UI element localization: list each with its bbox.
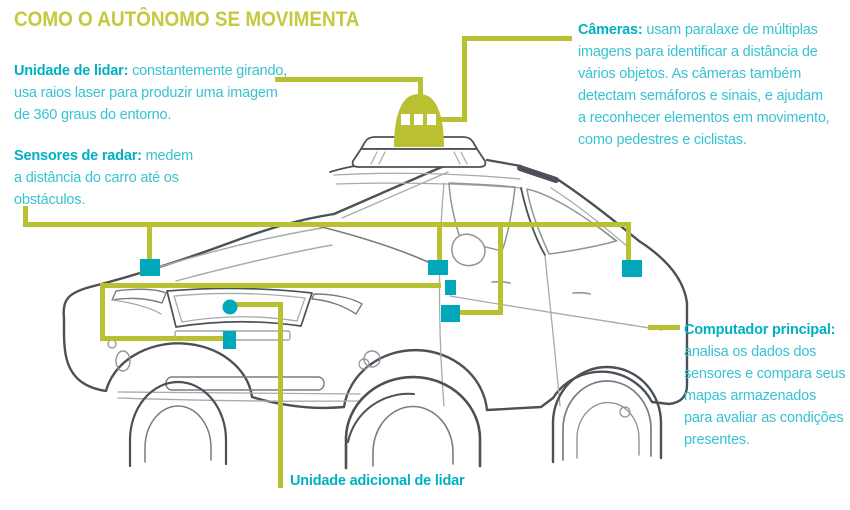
connector-lines <box>23 36 680 488</box>
callout-lidar-label: Unidade de lidar: <box>14 63 129 79</box>
radar-sensor-side <box>441 305 460 322</box>
car-wheel-rear-rim <box>576 401 640 459</box>
car-rocker-line2 <box>117 397 359 402</box>
callout-line: Unidade de lidar: constantemente girando… <box>14 63 288 79</box>
front-sensor-bracket <box>100 283 441 341</box>
car-wheel-front-right <box>344 375 482 470</box>
radar-sensor-front-fender <box>140 259 160 276</box>
car-rocker-line1 <box>117 391 361 395</box>
car-wheel-rear-mid <box>562 380 652 461</box>
car-door-handle2 <box>572 291 591 295</box>
car-b-pillar <box>520 187 546 256</box>
car-headlight-left-swoosh <box>111 299 162 315</box>
lidar-dome-icon <box>394 94 444 147</box>
car-spoiler <box>517 165 559 183</box>
callout-computer-label: Computador principal: <box>684 322 836 338</box>
callout-radar-label: Sensores de radar: <box>14 148 142 164</box>
callout-lidar-unit: Unidade de lidar: constantemente girando… <box>14 60 287 126</box>
computer-connector <box>648 325 680 330</box>
callout-cameras: Câmeras: usam paralaxe de múltiplas imag… <box>578 19 830 151</box>
car-wheel-front-left <box>128 380 228 468</box>
additional-lidar-connector <box>236 302 283 488</box>
car-foglight-right-inner <box>358 358 370 370</box>
radar-connector <box>23 206 631 315</box>
car-illustration <box>62 136 689 470</box>
car-grille-outer <box>166 287 313 328</box>
callout-additional-lidar-label: Unidade adicional de lidar <box>290 473 465 489</box>
lidar-platform-base <box>351 148 487 168</box>
callout-cameras-label: Câmeras: <box>578 22 643 38</box>
car-rear-pillar-inner <box>550 187 629 248</box>
page-title: COMO O AUTÔNOMO SE MOVIMENTA <box>14 8 360 31</box>
car-door-seam-front <box>438 182 445 407</box>
car-character-line <box>449 295 663 331</box>
radar-sensor-windshield <box>428 260 448 275</box>
car-headlight-left <box>111 288 167 304</box>
car-wheel-front-left-rim <box>144 405 212 463</box>
car-body-outline <box>62 239 689 412</box>
callout-line: Câmeras: usam paralaxe de múltiplas <box>578 22 818 38</box>
car-rear-pillar <box>555 177 641 243</box>
additional-lidar-unit-dot <box>222 299 238 315</box>
callout-line: Sensores de radar: medem <box>14 148 193 164</box>
sensor-front-bumper <box>223 331 236 349</box>
lidar-platform-slats <box>370 151 468 165</box>
car-roof-rail1 <box>333 172 521 180</box>
car-rear-window <box>526 188 617 255</box>
car-roof-right <box>485 158 523 168</box>
car-wheel-rear <box>551 365 663 464</box>
car-hood-line <box>139 227 323 274</box>
car-door-seam-rear <box>544 255 561 407</box>
callout-additional-lidar: Unidade adicional de lidar <box>290 470 465 492</box>
car-a-pillar-inner <box>341 171 449 219</box>
car-wheel-front-far <box>347 392 415 443</box>
car-hood-line2 <box>175 244 333 282</box>
car-sensor-dot-left <box>107 339 117 349</box>
car-wheel-front-right-rim <box>372 405 454 467</box>
sensors <box>140 259 642 349</box>
car-wheel-rear-hub <box>619 406 631 418</box>
callout-radar-sensors: Sensores de radar: medem a distância do … <box>14 145 193 211</box>
car-grille-inner <box>173 292 306 323</box>
callout-main-computer: Computador principal: analisa os dados d… <box>684 319 846 451</box>
car-headlight-right <box>311 293 363 315</box>
radar-sensor-rear <box>622 260 642 277</box>
car-side-mirror <box>451 233 486 267</box>
lidar-connector <box>275 77 423 101</box>
cameras-connector <box>437 36 572 122</box>
car-foglight-left <box>115 350 131 372</box>
sensor-cowl-small <box>445 280 456 295</box>
car-quarter-glass-line <box>599 227 618 242</box>
